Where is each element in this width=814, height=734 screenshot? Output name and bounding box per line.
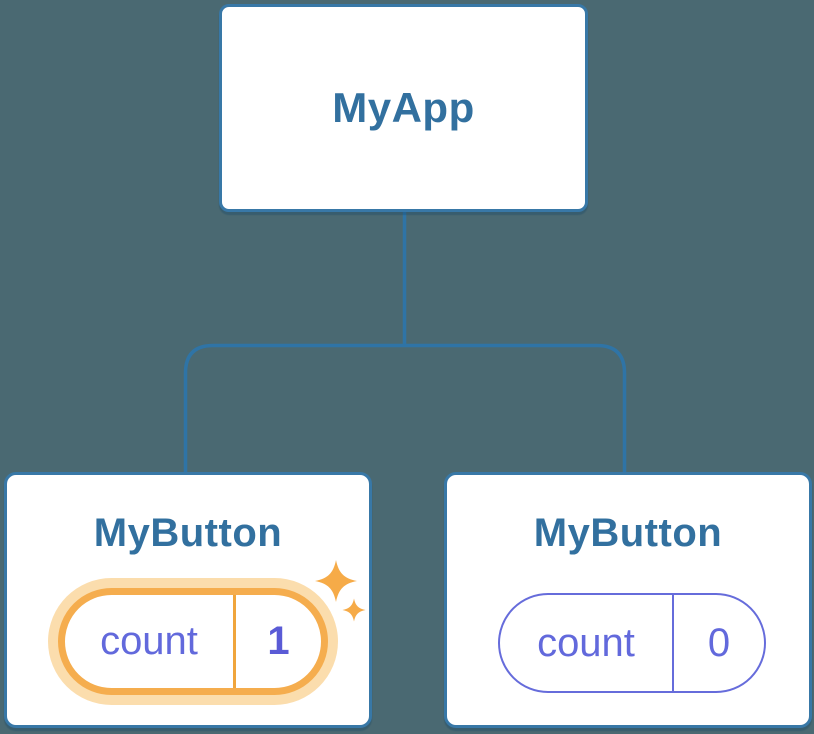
state-key-label: count: [100, 619, 198, 663]
state-pill-divider: [672, 595, 674, 691]
state-pill-divider: [233, 595, 236, 688]
state-key-label: count: [537, 620, 635, 665]
node-mybutton-initial: MyButton count 0: [444, 472, 812, 728]
node-mybutton-initial-label: MyButton: [533, 511, 723, 555]
state-value: 0: [707, 620, 731, 665]
state-pill-plain: count 0: [498, 593, 766, 693]
node-myapp-label: MyApp: [332, 84, 475, 131]
node-mybutton-updated: MyButton count 1: [4, 472, 372, 728]
state-pill-highlighted: count 1: [58, 588, 328, 695]
node-myapp: MyApp: [219, 4, 588, 212]
state-value: 1: [267, 619, 290, 663]
node-mybutton-updated-label: MyButton: [93, 511, 283, 555]
